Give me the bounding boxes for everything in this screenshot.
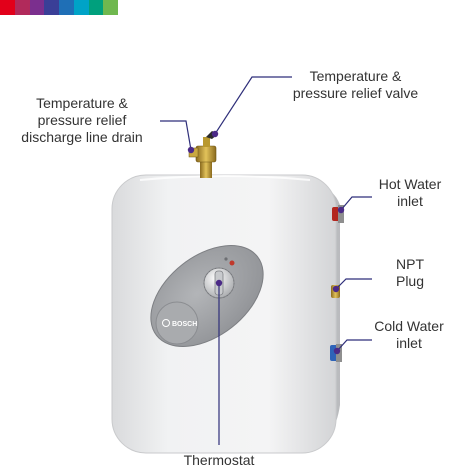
bosch-logo-mark xyxy=(162,319,170,327)
relief-valve-pipe xyxy=(200,158,212,178)
label-line: inlet xyxy=(396,335,422,351)
label-line: Hot Water xyxy=(378,176,442,192)
label-line: Cold Water xyxy=(374,318,444,334)
label-hot-water: Hot Water inlet xyxy=(370,176,450,210)
leader-line-hot-water xyxy=(340,196,372,211)
label-line: Plug xyxy=(395,273,425,289)
stripe-segment xyxy=(103,0,118,15)
leader-dot xyxy=(187,146,195,154)
stripe-segment xyxy=(14,0,30,15)
leader-line-npt-plug xyxy=(335,278,372,290)
stripe-segment xyxy=(29,0,45,15)
stripe-segment xyxy=(59,0,74,15)
indicator-light-2 xyxy=(224,257,228,261)
label-cold-water: Cold Water inlet xyxy=(366,318,452,352)
bosch-logo-text: BOSCH xyxy=(172,321,197,328)
label-line: Temperature & xyxy=(36,95,128,111)
stripe-segment xyxy=(0,0,15,15)
label-line: discharge line drain xyxy=(21,129,143,145)
indicator-light xyxy=(229,260,235,266)
discharge-outlet xyxy=(188,147,199,158)
stripe-segment xyxy=(44,0,59,15)
leader-dot xyxy=(337,206,345,214)
brand-color-stripe xyxy=(0,0,118,15)
leader-line-cold-water xyxy=(336,339,372,352)
label-relief-valve: Temperature & pressure relief valve xyxy=(283,68,428,102)
leader-dot xyxy=(333,347,341,355)
label-line: pressure relief valve xyxy=(292,85,419,101)
stripe-segment xyxy=(73,0,89,15)
label-npt-plug: NPT Plug xyxy=(370,256,450,290)
leader-dot xyxy=(215,279,223,287)
label-line: Thermostat xyxy=(183,452,255,468)
bosch-logo-badge xyxy=(155,301,199,345)
leader-dot xyxy=(211,130,219,138)
leader-line-discharge xyxy=(160,120,192,151)
stripe-segment xyxy=(88,0,104,15)
relief-valve-body xyxy=(195,145,217,163)
label-line: NPT xyxy=(396,256,424,272)
label-line: pressure relief xyxy=(37,112,127,128)
leader-dot xyxy=(332,285,340,293)
label-discharge-drain: Temperature & pressure relief discharge … xyxy=(2,95,162,146)
label-line: Temperature & xyxy=(309,68,402,84)
leader-line-relief-valve xyxy=(214,76,292,135)
label-thermostat: Thermostat xyxy=(169,452,269,469)
label-line: inlet xyxy=(397,193,423,209)
